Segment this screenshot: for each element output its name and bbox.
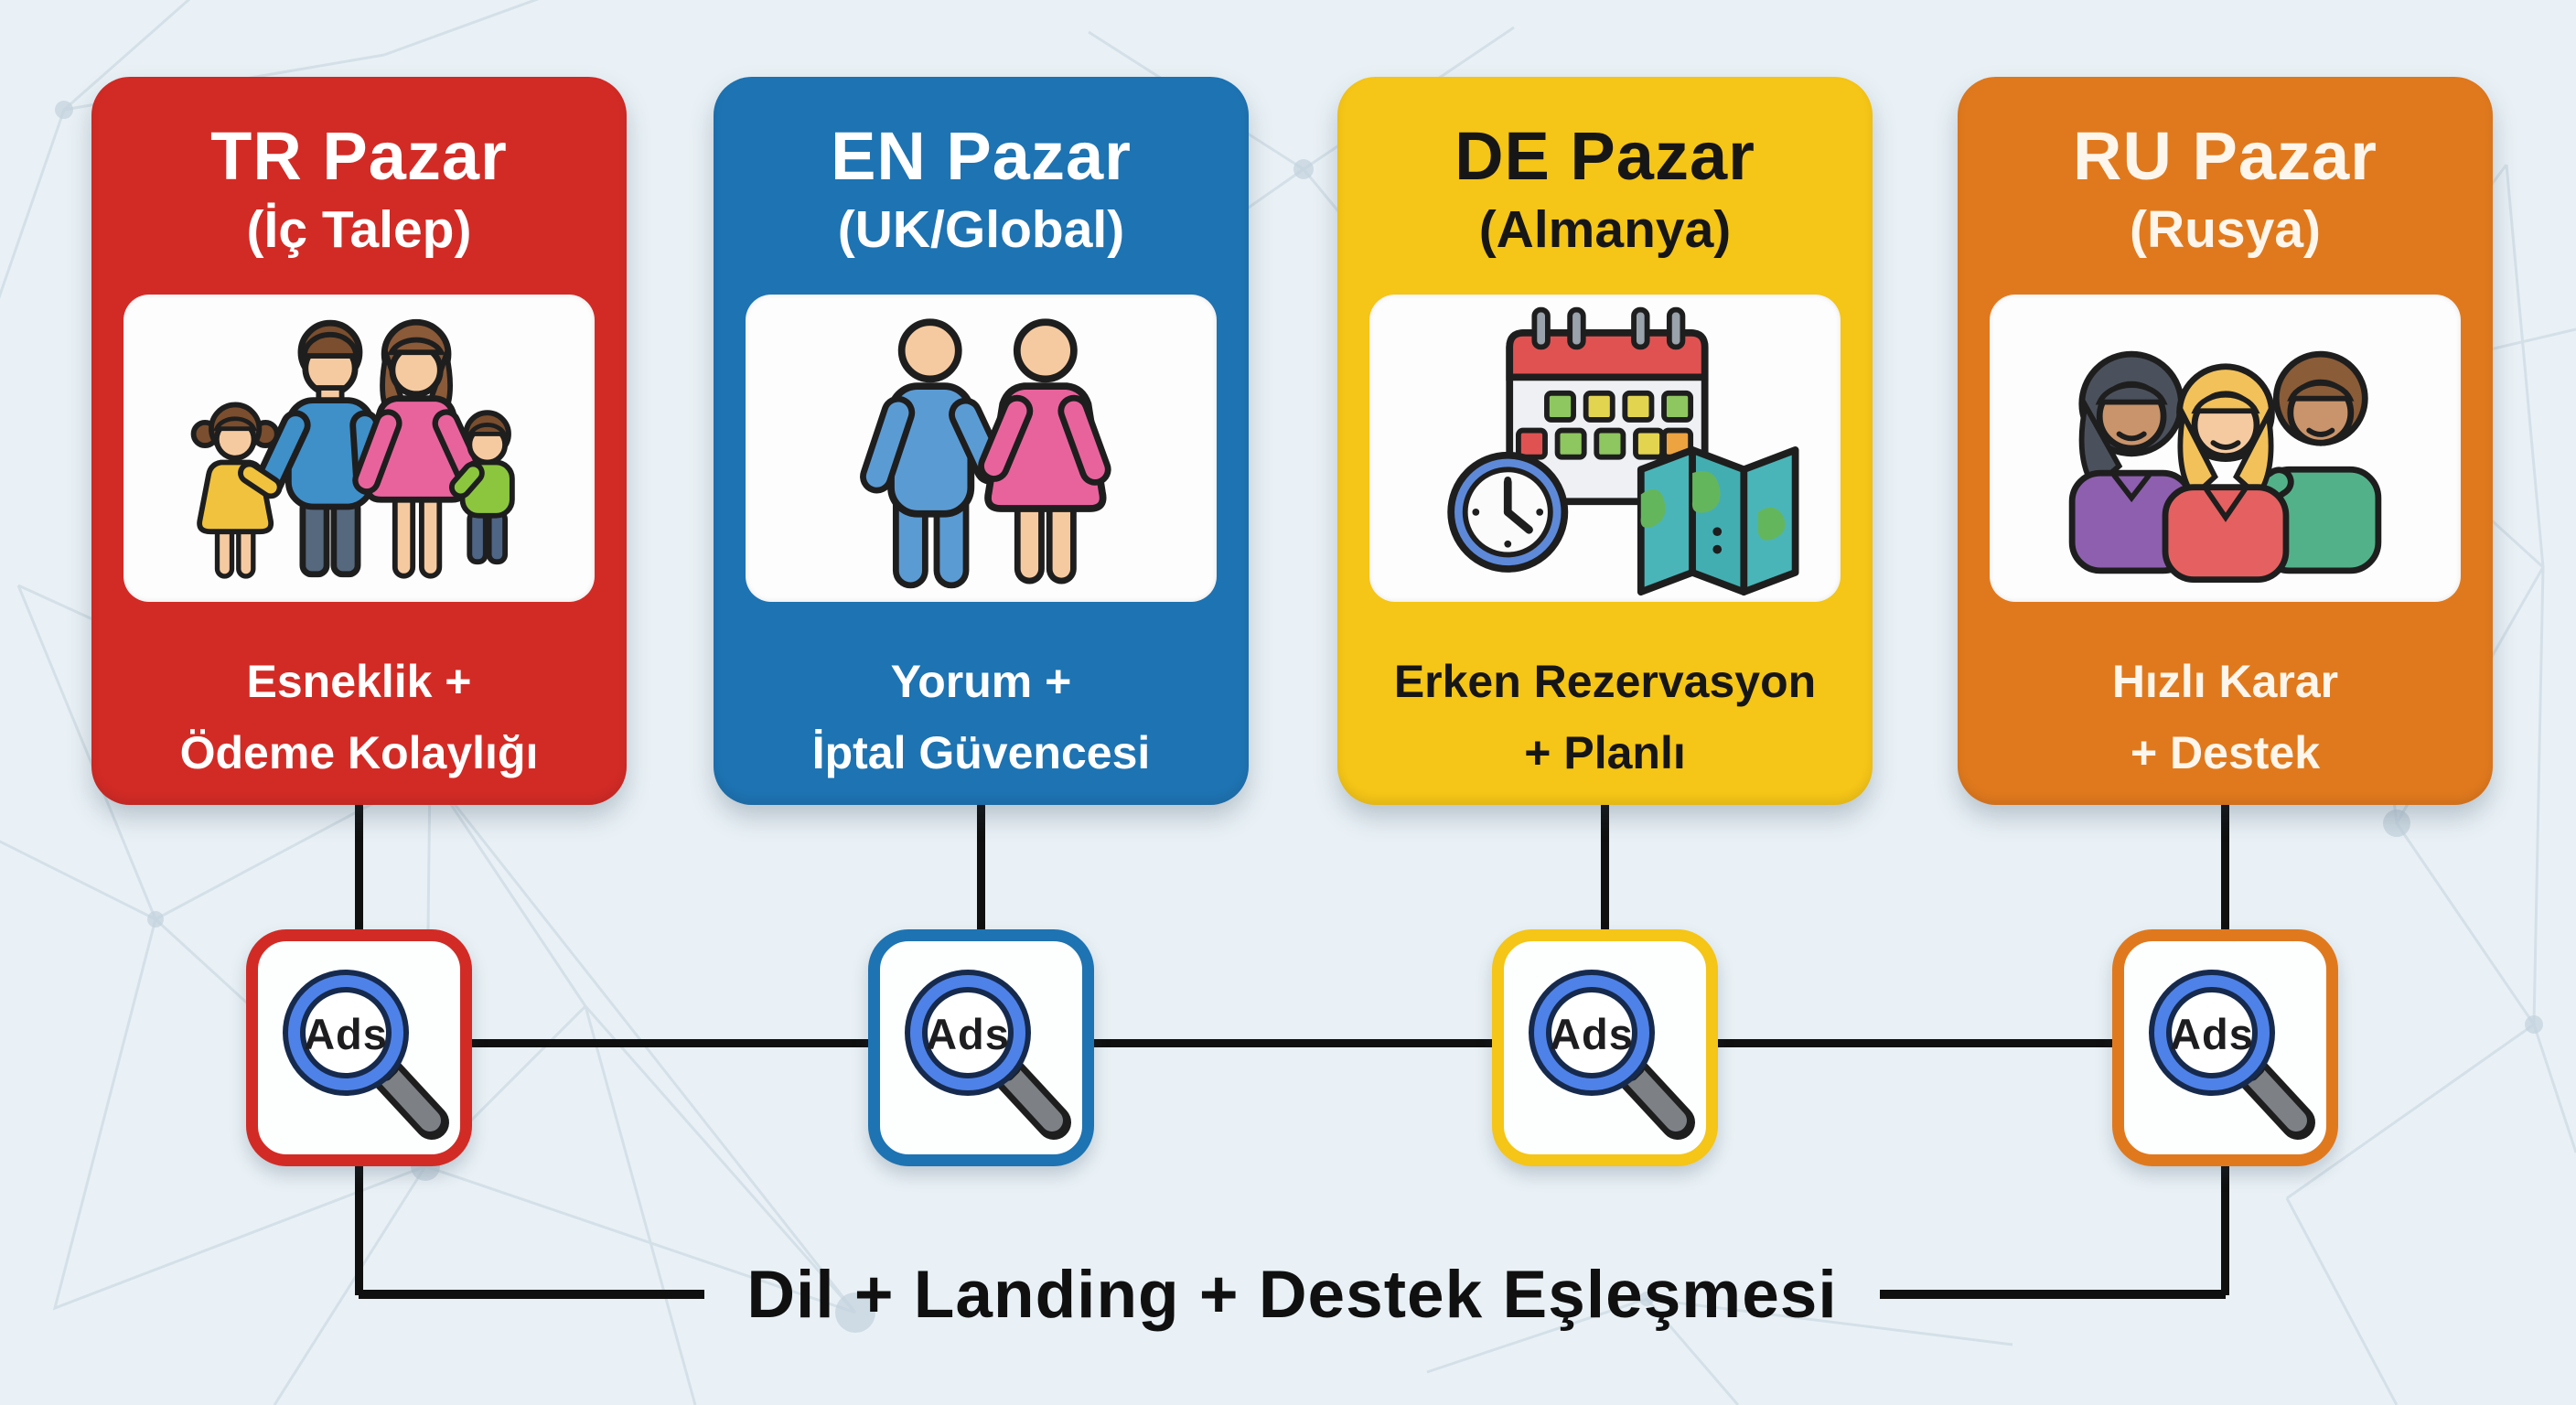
benefit-line-1: Hızlı Karar [2111,656,2339,707]
benefit-line-1: Yorum + [890,656,1072,707]
benefit-line-2: Ödeme Kolaylığı [179,727,539,778]
connector-card-ads-ru [2221,801,2229,935]
illustration-panel-tr [123,295,595,602]
card-title-en: EN Pazar [831,118,1132,194]
card-subtitle-tr: (İç Talep) [246,200,472,259]
ads-node-ru: Ads [2112,929,2338,1166]
benefit-line-1: Erken Rezervasyon [1393,656,1817,707]
card-benefit-tr: Esneklik + Ödeme Kolaylığı [91,646,627,788]
card-benefit-ru: Hızlı Karar + Destek [1958,646,2493,788]
benefit-line-2: + Planlı [1524,727,1686,778]
matching-label: Dil + Landing + Destek Eşleşmesi [746,1257,1838,1332]
card-title-ru: RU Pazar [2073,118,2377,194]
connector-drop-right [2221,1160,2229,1295]
ads-node-de: Ads [1492,929,1718,1166]
market-card-en: EN Pazar (UK/Global) Yorum + İptal Güven… [714,77,1249,805]
ads-label: Ads [926,1010,1010,1058]
market-card-tr: TR Pazar (İç Talep) Esneklik + Ödeme Kol… [91,77,627,805]
connector-card-ads-en [977,801,985,935]
card-subtitle-en: (UK/Global) [837,200,1125,259]
ads-label: Ads [304,1010,388,1058]
card-benefit-de: Erken Rezervasyon + Planlı [1337,646,1873,788]
connector-drop-left [355,1160,363,1295]
illustration-panel-ru [1990,295,2461,602]
connector-card-ads-tr [355,801,363,935]
connector-card-ads-de [1601,801,1609,935]
matching-row: Dil + Landing + Destek Eşleşmesi [359,1255,2226,1334]
market-card-de: DE Pazar (Almanya) Erken Rezervasyon + P… [1337,77,1873,805]
calendar-clock-map-icon [1374,299,1836,597]
benefit-line-2: + Destek [2130,727,2321,778]
ads-node-tr: Ads [246,929,472,1166]
illustration-panel-en [746,295,1217,602]
card-title-de: DE Pazar [1454,118,1755,194]
ads-label: Ads [2170,1010,2254,1058]
market-card-ru: RU Pazar (Rusya) Hızlı Karar + Destek [1958,77,2493,805]
couple-icon [750,299,1212,597]
benefit-line-1: Esneklik + [246,656,472,707]
bottom-line-left [359,1290,705,1299]
people-group-icon [1994,299,2456,597]
connector-ads-bus [359,1039,2226,1047]
card-title-tr: TR Pazar [210,118,508,194]
family-icon [128,299,590,597]
ads-label: Ads [1550,1010,1634,1058]
ads-node-en: Ads [868,929,1094,1166]
benefit-line-2: İptal Güvencesi [811,727,1151,778]
bottom-line-right [1879,1290,2226,1299]
card-subtitle-ru: (Rusya) [2129,200,2322,259]
card-benefit-en: Yorum + İptal Güvencesi [714,646,1249,788]
card-subtitle-de: (Almanya) [1478,200,1732,259]
illustration-panel-de [1369,295,1841,602]
